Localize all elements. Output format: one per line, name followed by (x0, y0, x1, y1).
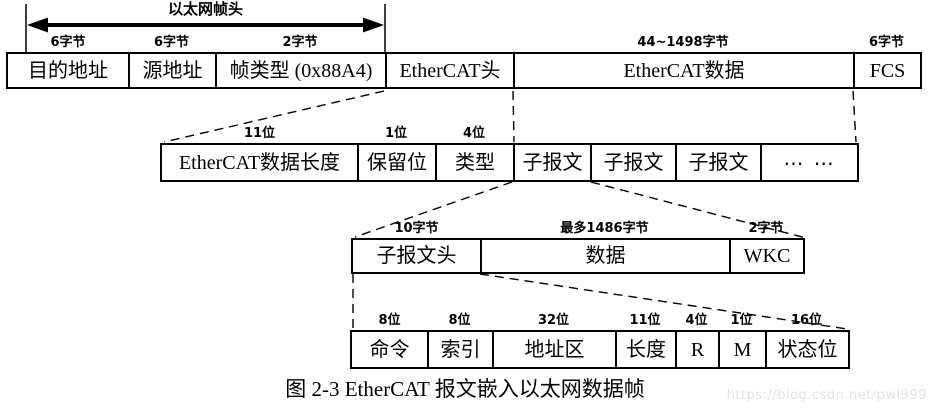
ethercat-data-row: EtherCAT数据长度 保留位 类型 子报文 子报文 子报文 ⋯ ⋯ (160, 143, 859, 182)
size-label-data: 最多1486字节 (560, 221, 649, 236)
size-label-type: 4位 (462, 126, 486, 141)
cell-command: 命令 (369, 338, 410, 361)
cell-ethercat-data: EtherCAT数据 (513, 54, 853, 87)
size-label-address-area: 32位 (537, 313, 570, 328)
cell-datagram-2: 子报文 (590, 145, 675, 180)
size-label-datagram-header: 10字节 (394, 221, 439, 236)
size-label-fcs: 6字节 (868, 35, 905, 50)
size-label-dest-address: 6字节 (50, 35, 86, 50)
ethernet-header-span-label: 以太网帧头 (167, 0, 243, 18)
size-label-m: 1位 (730, 313, 753, 328)
connector-header-right-line (512, 90, 515, 143)
cell-type: 类型 (435, 145, 513, 180)
datagram-header-row: 命令 索引 地址区 长度 R M 状态位 (350, 330, 850, 369)
cell-status-bits: 状态位 (765, 332, 848, 367)
cell-r: R (675, 332, 718, 367)
cell-length: 长度 (615, 332, 675, 367)
size-label-index: 8位 (448, 313, 471, 328)
cell-datagram-header: 子报文头 (376, 245, 457, 267)
cell-address-area: 地址区 (492, 332, 615, 367)
double-arrow-icon (27, 17, 384, 33)
cell-data: 数据 (480, 240, 729, 272)
size-label-wkc: 2字节 (748, 221, 784, 236)
size-label-ethercat-data: 44~1498字节 (637, 35, 729, 50)
size-label-length: 11位 (629, 313, 661, 328)
cell-reserved: 保留位 (357, 145, 435, 180)
cell-m: M (718, 332, 765, 367)
size-label-data-length: 11位 (243, 126, 276, 141)
cell-src-address: 源地址 (128, 54, 215, 87)
size-label-frame-type: 2字节 (282, 35, 318, 50)
cell-frame-type: 帧类型 (0x88A4) (215, 54, 385, 87)
size-label-reserved: 1位 (384, 126, 408, 141)
cell-fcs: FCS (853, 54, 920, 87)
watermark-text: https://blog.csdn.net/pwl999 (726, 388, 927, 403)
size-label-command: 8位 (378, 313, 401, 328)
cell-datagram-ellipsis: ⋯ ⋯ (760, 145, 857, 180)
cell-wkc: WKC (729, 240, 803, 272)
datagram-row: 子报文头 数据 WKC (351, 238, 805, 274)
size-label-src-address: 6字节 (153, 35, 190, 50)
ethernet-frame-row: 目的地址 源地址 帧类型 (0x88A4) EtherCAT头 EtherCAT… (6, 52, 922, 89)
cell-datagram-3: 子报文 (675, 145, 760, 180)
connector-data-right-line (852, 90, 857, 143)
cell-ethercat-data-length: EtherCAT数据长度 (178, 151, 341, 174)
cell-dest-address: 目的地址 (28, 59, 108, 82)
size-label-status-bits: 16位 (790, 313, 823, 328)
cell-index: 索引 (427, 332, 492, 367)
size-label-r: 4位 (685, 313, 708, 328)
cell-datagram-1: 子报文 (513, 145, 590, 180)
cell-ethercat-header: EtherCAT头 (385, 54, 513, 87)
figure-caption: 图 2-3 EtherCAT 报文嵌入以太网数据帧 (285, 377, 645, 401)
